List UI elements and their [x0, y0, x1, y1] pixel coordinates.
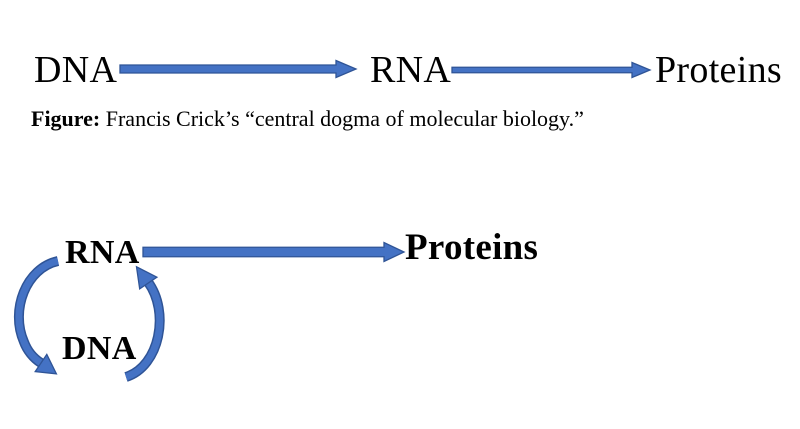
node-label-proteins-bottom: Proteins — [405, 227, 539, 268]
rna-to-proteins-arrow-top — [451, 61, 652, 79]
figure-caption: Figure: Francis Crick’s “central dogma o… — [31, 106, 584, 132]
node-label-proteins-top: Proteins — [655, 49, 782, 91]
node-label-dna-top: DNA — [34, 49, 118, 91]
dna-to-rna-arrowhead — [135, 265, 159, 291]
rna-to-dna-arc — [15, 257, 60, 366]
figure-caption-text: Francis Crick’s “central dogma of molecu… — [100, 106, 584, 131]
dna-to-rna-arrow — [119, 59, 358, 79]
rna-to-dna-curved-arrow — [13, 256, 60, 375]
dna-to-rna-curved-arrow — [124, 265, 165, 382]
dna-to-rna-arc — [124, 279, 164, 381]
node-label-dna-bottom: DNA — [62, 330, 137, 367]
rna-to-proteins-arrow-bottom — [142, 241, 406, 263]
node-label-rna-top: RNA — [370, 49, 452, 91]
rna-to-dna-arrowhead — [34, 353, 58, 375]
node-label-rna-bottom: RNA — [65, 234, 140, 271]
figure-caption-label: Figure: — [31, 106, 101, 131]
